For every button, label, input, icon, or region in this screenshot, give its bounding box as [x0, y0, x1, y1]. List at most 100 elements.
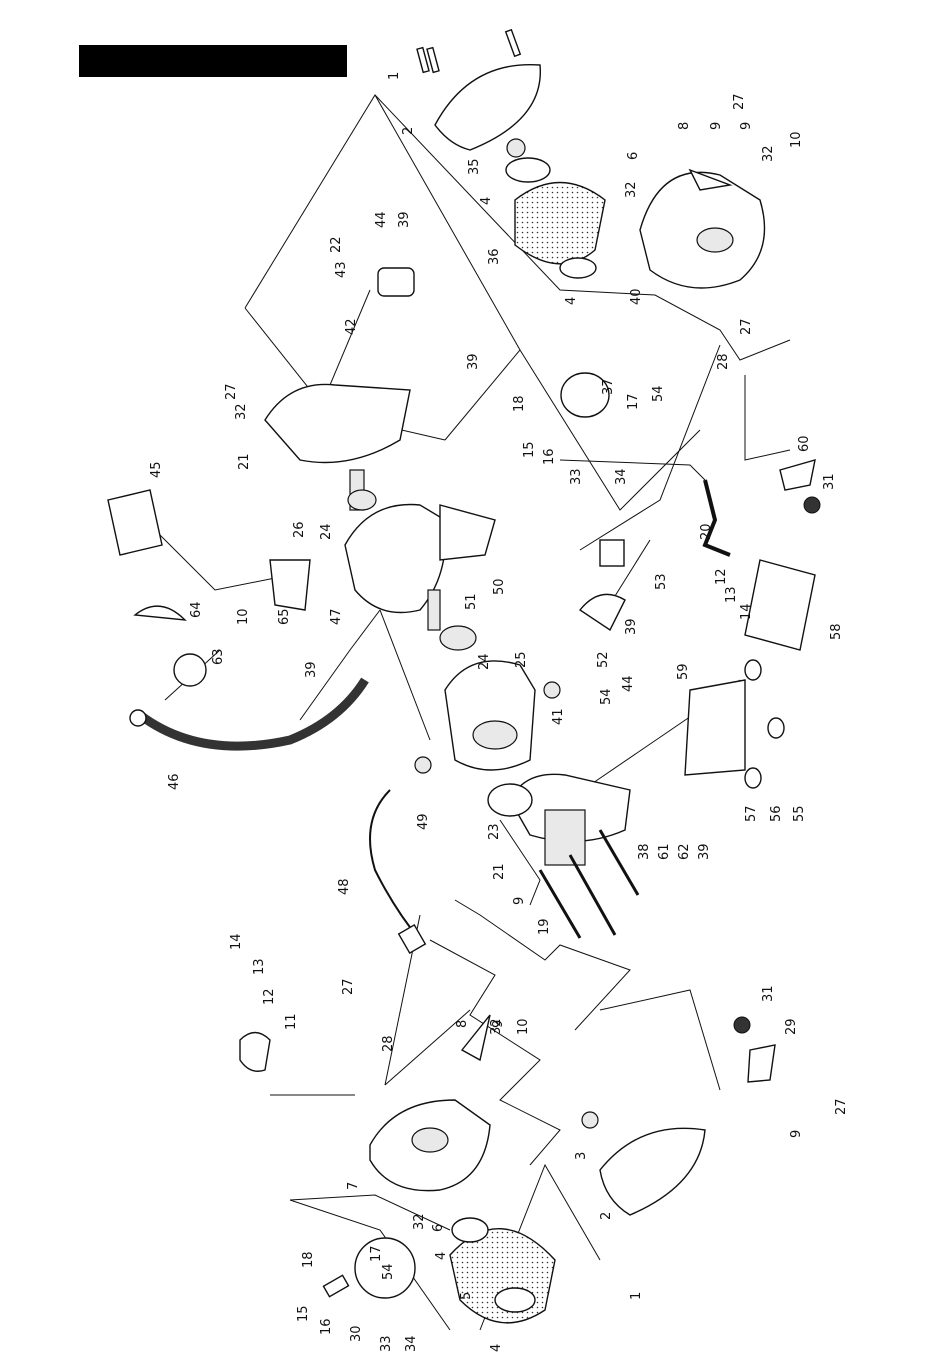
callout-label: 28 — [716, 353, 731, 370]
tie-rod-19c — [600, 830, 638, 895]
switch-plate-52 — [580, 594, 625, 630]
callout-label: 12 — [262, 988, 277, 1005]
callout-label: 10 — [516, 1018, 531, 1035]
callout-label: 24 — [319, 523, 334, 540]
bearing-24a — [348, 490, 376, 510]
callout-label: 49 — [416, 813, 431, 830]
callout-label: 6 — [626, 152, 641, 160]
callout-label: 27 — [341, 978, 356, 995]
nut-3 — [582, 1112, 598, 1128]
callout-label: 44 — [374, 211, 389, 228]
callout-label: 26 — [292, 521, 307, 538]
callout-label: 16 — [542, 448, 557, 465]
knob-31b — [734, 1017, 750, 1033]
motor-core-lower — [545, 810, 585, 865]
callout-label: 57 — [744, 805, 759, 822]
bolt-top — [506, 30, 521, 56]
flange-4c — [452, 1218, 488, 1242]
callout-label: 36 — [487, 248, 502, 265]
callout-label: 21 — [492, 863, 507, 880]
callout-label: 39 — [697, 843, 712, 860]
stator-25 — [445, 661, 535, 770]
tie-rod-19b — [570, 855, 615, 935]
callout-label: 34 — [614, 468, 629, 485]
callout-label: 59 — [676, 663, 691, 680]
callout-label: 27 — [739, 318, 754, 335]
lamp-cover-64 — [135, 606, 185, 620]
callout-label: 54 — [599, 688, 614, 705]
callout-label: 27 — [224, 383, 239, 400]
callout-label: 31 — [822, 473, 837, 490]
callout-label: 35 — [467, 158, 482, 175]
callout-label: 2 — [599, 1212, 614, 1220]
callout-label: 45 — [149, 461, 164, 478]
callout-label: 8 — [455, 1020, 470, 1028]
callout-label: 27 — [732, 93, 747, 110]
callout-label: 30 — [349, 1325, 364, 1342]
callout-label: 43 — [334, 261, 349, 278]
rotor-disc-23 — [488, 784, 532, 816]
callout-label: 38 — [637, 843, 652, 860]
callout-label: 10 — [236, 608, 251, 625]
callout-label: 14 — [739, 603, 754, 620]
callout-label: 54 — [651, 385, 666, 402]
callout-label: 17 — [369, 1245, 384, 1262]
callout-label: 55 — [792, 805, 807, 822]
foot-57a — [745, 660, 761, 680]
tool-rest-11 — [240, 1033, 270, 1072]
callout-label: 18 — [301, 1251, 316, 1268]
callout-label: 32 — [489, 1018, 504, 1035]
callout-label: 22 — [329, 236, 344, 253]
callout-label: 40 — [629, 288, 644, 305]
housing-7-hub — [412, 1128, 448, 1152]
callout-label: 29 — [784, 1018, 799, 1035]
foot-57c — [745, 768, 761, 788]
flex-hose-46 — [140, 680, 365, 746]
end-cover-21-upper — [265, 384, 410, 462]
callout-label: 39 — [304, 661, 319, 678]
motor-base-plate — [440, 505, 495, 560]
callout-label: 37 — [601, 378, 616, 395]
shaft-front — [428, 590, 440, 630]
hose-end-46 — [130, 710, 146, 726]
callout-label: 33 — [569, 468, 584, 485]
tray-58 — [745, 560, 815, 650]
capacitor-42 — [378, 268, 414, 296]
callout-label: 27 — [834, 1098, 849, 1115]
callout-label: 11 — [284, 1013, 299, 1030]
callout-label: 4 — [434, 1252, 449, 1260]
callout-label: 9 — [512, 897, 527, 905]
callout-label: 5 — [459, 1292, 474, 1300]
callout-label: 47 — [329, 608, 344, 625]
callout-label: 21 — [237, 453, 252, 470]
callout-label: 34 — [404, 1335, 419, 1352]
callout-label: 52 — [596, 651, 611, 668]
callout-label: 41 — [551, 708, 566, 725]
callout-label: 42 — [344, 318, 359, 335]
shield-bracket-lower — [323, 1275, 348, 1296]
callout-label: 10 — [789, 131, 804, 148]
callout-label: 32 — [624, 181, 639, 198]
callout-label: 51 — [464, 593, 479, 610]
plug-48 — [399, 925, 426, 953]
callout-label: 9 — [789, 1130, 804, 1138]
wheel-guard-top — [435, 65, 540, 150]
callout-label: 60 — [797, 435, 812, 452]
callout-label: 32 — [234, 403, 249, 420]
callout-label: 62 — [677, 843, 692, 860]
callout-label: 33 — [379, 1335, 394, 1352]
grinding-wheel-36 — [515, 183, 605, 264]
holder-45 — [108, 490, 162, 555]
callout-label: 19 — [537, 918, 552, 935]
callout-label: 15 — [522, 441, 537, 458]
callout-label: 15 — [296, 1305, 311, 1322]
parts — [108, 30, 820, 1323]
arm-20 — [705, 480, 730, 555]
lamp-bulb-63 — [174, 654, 206, 686]
nut-35 — [507, 139, 525, 157]
stator-25-bore — [473, 721, 517, 749]
callout-label: 24 — [477, 653, 492, 670]
callout-label: 13 — [724, 586, 739, 603]
